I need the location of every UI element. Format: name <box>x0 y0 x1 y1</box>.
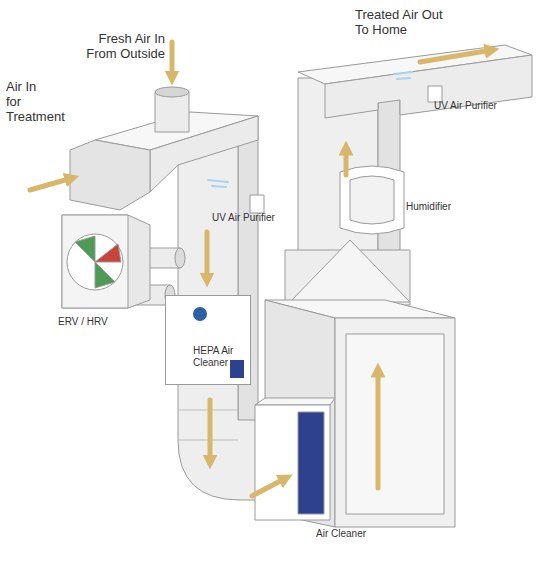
airflow-arrows <box>30 42 492 496</box>
callout-label: UV Air Purifier <box>212 212 322 224</box>
callout-label: Treated Air Out To Home <box>355 8 447 38</box>
furnace-panel <box>346 334 444 514</box>
plenum-transition <box>290 240 410 302</box>
callout-label: Air Cleaner <box>316 528 406 540</box>
component-label: HEPA Air Cleaner <box>193 345 249 368</box>
erv-front <box>62 215 128 308</box>
uv-purifier-unit <box>250 195 264 213</box>
erv-fan <box>67 234 123 290</box>
callout-label: ERV / HRV <box>58 316 148 328</box>
return-duct-opening <box>70 140 150 210</box>
air-cleaner-box <box>255 405 330 520</box>
callout-label: Fresh Air In From Outside <box>68 32 165 62</box>
top-duct-front <box>325 55 532 118</box>
callout-label: UV Air Purifier <box>434 100 544 112</box>
fresh-air-pipe <box>155 92 189 132</box>
callout-label: Humidifier <box>406 201 496 213</box>
uv-purifier-unit <box>428 86 442 102</box>
callout-label: Air In for Treatment <box>6 80 54 125</box>
erv-box <box>62 215 150 308</box>
air-cleaner-panel <box>298 412 324 514</box>
humidifier-unit <box>340 166 404 234</box>
pipe-opening <box>155 87 189 97</box>
furnace-front <box>335 318 455 527</box>
hepa-badge <box>230 360 244 378</box>
air-cleaner-box: HEPA Air Cleaner <box>165 295 251 385</box>
hepa-logo <box>193 307 207 321</box>
